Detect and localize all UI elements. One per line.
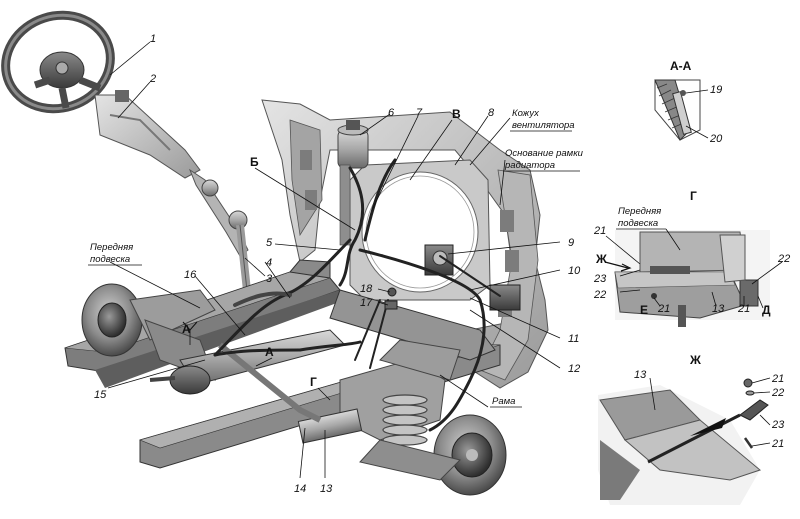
callout-3: 3 xyxy=(266,273,273,285)
view-zh-callout-13: 13 xyxy=(634,369,647,381)
callout-5: 5 xyxy=(266,237,273,249)
callout-10: 10 xyxy=(568,265,581,277)
callout-12: 12 xyxy=(568,363,580,375)
view-zh-callout-23: 23 xyxy=(771,419,785,431)
callout-14: 14 xyxy=(294,483,306,495)
view-g-inset: Г Передняя подвеска 21 22 23 22 21 13 21… xyxy=(593,189,790,327)
callout-13: 13 xyxy=(320,483,333,495)
callout-11: 11 xyxy=(568,333,579,345)
section-aa-title: А-А xyxy=(670,59,692,73)
view-zh-callout-21a: 21 xyxy=(771,373,784,385)
callout-15: 15 xyxy=(94,389,107,401)
section-aa-inset: А-А 19 20 xyxy=(654,59,723,145)
callout-1: 1 xyxy=(150,33,156,45)
label-radiator-base-2: радиатора xyxy=(504,160,555,171)
hoses xyxy=(213,158,501,432)
steering-wheel xyxy=(1,10,115,114)
clamp-parts xyxy=(384,287,398,310)
view-g-callout-22a: 22 xyxy=(777,253,790,265)
right-wheel-hub xyxy=(339,339,507,496)
view-g-title: Г xyxy=(690,189,697,203)
steering-gear xyxy=(149,329,363,444)
label-frame: Рама xyxy=(492,396,515,407)
view-g-susp-2: подвеска xyxy=(618,218,658,229)
section-aa-callout-20: 20 xyxy=(709,133,723,145)
section-aa-callout-19: 19 xyxy=(710,84,722,96)
view-zh-inset: Ж 13 21 22 23 21 xyxy=(598,353,785,505)
view-zh-title: Ж xyxy=(689,353,701,367)
callout-8: 8 xyxy=(488,107,495,119)
view-zh-callout-21b: 21 xyxy=(771,438,784,450)
callout-16: 16 xyxy=(184,269,197,281)
view-zh-callout-22: 22 xyxy=(771,387,784,399)
section-mark-g: Г xyxy=(310,375,317,389)
view-g-d: Д xyxy=(762,303,771,317)
section-arrow-a: А xyxy=(182,322,191,336)
callout-18: 18 xyxy=(360,283,373,295)
fan-shroud xyxy=(349,159,491,301)
power-steering-pump xyxy=(424,244,521,311)
view-g-callout-21b: 21 xyxy=(657,303,670,315)
callout-6: 6 xyxy=(388,107,395,119)
label-fan-shroud-1: Кожух xyxy=(512,108,540,119)
section-marks: Б В А Г А xyxy=(182,107,461,389)
callout-9: 9 xyxy=(568,237,574,249)
section-mark-a: А xyxy=(265,345,274,359)
label-front-suspension-1: Передняя xyxy=(90,242,133,253)
callout-17: 17 xyxy=(360,297,373,309)
view-g-e: Е xyxy=(640,303,648,317)
callout-2: 2 xyxy=(149,73,156,85)
view-g-callout-13: 13 xyxy=(712,303,725,315)
callout-leaders xyxy=(107,41,561,479)
callout-4: 4 xyxy=(266,257,272,269)
callout-numbers: 1 2 3 4 5 6 7 8 9 10 11 12 13 14 15 16 1… xyxy=(94,33,581,495)
label-front-suspension-2: подвеска xyxy=(90,254,130,265)
label-fan-shroud-2: вентилятора xyxy=(512,120,575,131)
section-mark-b: Б xyxy=(250,155,259,169)
view-g-callout-22b: 22 xyxy=(593,289,606,301)
view-g-susp-1: Передняя xyxy=(618,206,661,217)
view-g-callout-23: 23 xyxy=(593,273,607,285)
callout-7: 7 xyxy=(416,107,423,119)
label-radiator-base-1: Основание рамки xyxy=(505,148,584,159)
view-g-zh: Ж xyxy=(595,252,607,266)
left-wheel-hub xyxy=(81,283,216,381)
text-labels: Кожух вентилятора Основание рамки радиат… xyxy=(88,108,584,408)
view-g-callout-21a: 21 xyxy=(593,225,606,237)
section-mark-v: В xyxy=(452,107,461,121)
view-g-callout-21c: 21 xyxy=(737,303,750,315)
